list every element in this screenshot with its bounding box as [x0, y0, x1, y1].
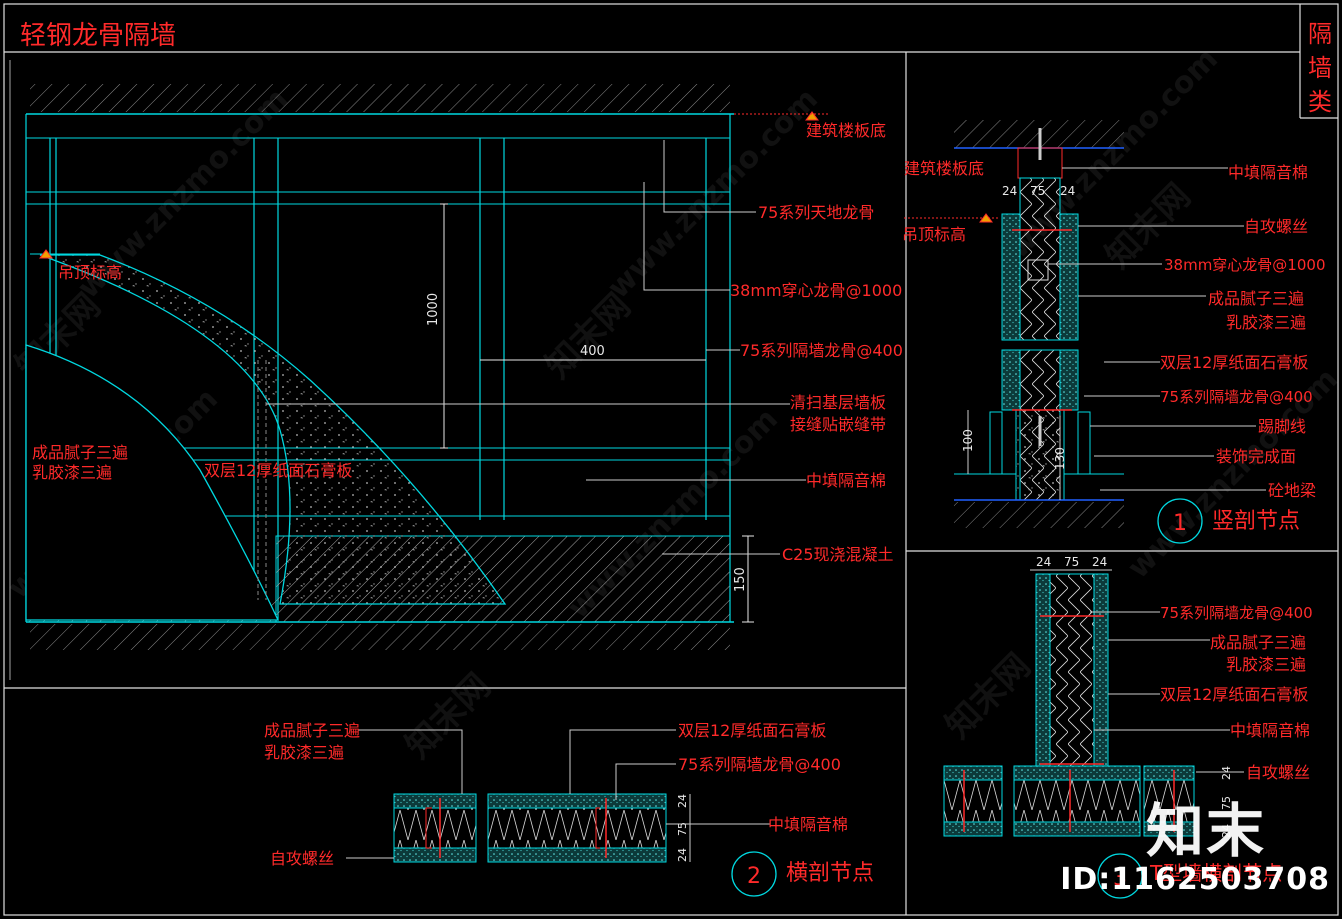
label-board: 双层12厚纸面石膏板	[1160, 685, 1308, 704]
label-finish-1: 成品腻子三遍	[1210, 633, 1306, 652]
detail-caption: 横剖节点	[786, 861, 874, 886]
side-title-char: 墙	[1308, 54, 1332, 82]
label-curb: 砼地梁	[1268, 481, 1316, 500]
dim-r1: 24	[1220, 766, 1233, 780]
label-board: 双层12厚纸面石膏板	[204, 461, 352, 480]
dim-75: 75	[1030, 184, 1045, 198]
label-stud: 75系列隔墙龙骨@400	[1160, 604, 1313, 622]
label-finish-2: 乳胶漆三遍	[1226, 313, 1306, 332]
dim-150: 150	[733, 567, 748, 592]
dim-24-c: 24	[1092, 555, 1107, 569]
label-insulation: 中填隔音棉	[1230, 721, 1310, 740]
label-track: 75系列天地龙骨	[758, 203, 874, 222]
id-label: ID:1162503708	[1060, 862, 1330, 897]
label-concrete: C25现浇混凝土	[782, 545, 894, 564]
label-channel: 38mm穿心龙骨@1000	[730, 281, 902, 300]
label-floor-slab: 建筑楼板底	[806, 121, 886, 140]
vertical-section: 24 75 24 100 130 建筑楼板底 吊顶标高 中填隔音棉 自攻螺丝 3…	[902, 120, 1326, 544]
label-stud: 75系列隔墙龙骨@400	[678, 755, 841, 774]
dim-r3: 24	[1220, 824, 1233, 838]
label-ceiling: 吊顶标高	[902, 225, 966, 244]
label-skirting: 踢脚线	[1258, 417, 1306, 436]
floor-slab-hatch	[30, 84, 730, 112]
label-finish-floor: 装饰完成面	[1216, 447, 1296, 466]
detail-caption: 竖剖节点	[1212, 509, 1300, 534]
dim-75: 75	[1064, 555, 1079, 569]
label-finish-1: 成品腻子三遍	[32, 443, 128, 462]
dim-24-a: 24	[1002, 184, 1017, 198]
watermark-text-cn: 知末网	[398, 666, 498, 766]
side-title-char: 类	[1308, 88, 1332, 116]
detail-badge: 3	[1113, 866, 1127, 891]
elevation-drawing: 1000 400 150 建筑楼板底 75系列天地龙骨 38mm穿心龙骨@100…	[25, 84, 903, 650]
brand-logo: 知末	[1146, 797, 1267, 865]
label-floor-slab: 建筑楼板底	[904, 159, 984, 178]
dim-r2: 75	[1220, 796, 1233, 810]
sheet-frame	[3, 3, 1339, 916]
label-finish-1: 成品腻子三遍	[264, 721, 360, 740]
page-title: 轻钢龙骨隔墙	[20, 21, 176, 51]
label-screw: 自攻螺丝	[1244, 217, 1308, 236]
label-channel: 38mm穿心龙骨@1000	[1164, 256, 1326, 274]
label-insulation: 中填隔音棉	[806, 471, 886, 490]
dim-24-c: 24	[1060, 184, 1075, 198]
detail-badge: 1	[1173, 511, 1187, 536]
label-screw: 自攻螺丝	[1246, 763, 1310, 782]
label-screw: 自攻螺丝	[270, 849, 334, 868]
dim-24-a: 24	[676, 794, 689, 808]
label-joint-2: 接缝贴嵌缝带	[790, 415, 886, 434]
horizontal-section: 24 75 24 成品腻子三遍 乳胶漆三遍 双层12厚纸面石膏板 75系列隔墙龙…	[264, 721, 874, 897]
t-section: 24 75 24 24 75 24 75系列隔墙龙骨@400 成品腻子三遍 乳胶…	[943, 555, 1313, 899]
dim-75: 75	[676, 822, 689, 836]
watermark-text: www.znzmo.com	[601, 82, 825, 306]
detail-caption: T型墙横剖节点	[1149, 861, 1282, 885]
side-title-char: 隔	[1308, 20, 1332, 48]
label-insulation: 中填隔音棉	[768, 815, 848, 834]
detail-badge: 2	[747, 864, 761, 889]
label-stud: 75系列隔墙龙骨@400	[740, 341, 903, 360]
dim-130: 130	[1053, 447, 1067, 470]
label-joint-1: 清扫基层墙板	[790, 393, 886, 412]
label-ceiling: 吊顶标高	[58, 263, 122, 282]
watermark-text-cn: 知末网	[538, 286, 638, 386]
label-finish-1: 成品腻子三遍	[1208, 289, 1304, 308]
label-finish-2: 乳胶漆三遍	[32, 463, 112, 482]
dim-400: 400	[580, 344, 605, 359]
dim-24-a: 24	[1036, 555, 1051, 569]
label-board: 双层12厚纸面石膏板	[678, 721, 826, 740]
label-finish-2: 乳胶漆三遍	[1226, 655, 1306, 674]
watermark-text-cn: 知末网	[938, 646, 1038, 746]
dim-24-c: 24	[676, 848, 689, 862]
dim-1000: 1000	[426, 293, 441, 326]
label-stud: 75系列隔墙龙骨@400	[1160, 388, 1313, 406]
label-insulation: 中填隔音棉	[1228, 163, 1308, 182]
label-finish-2: 乳胶漆三遍	[264, 743, 344, 762]
label-board: 双层12厚纸面石膏板	[1160, 353, 1308, 372]
dim-100: 100	[961, 429, 975, 452]
